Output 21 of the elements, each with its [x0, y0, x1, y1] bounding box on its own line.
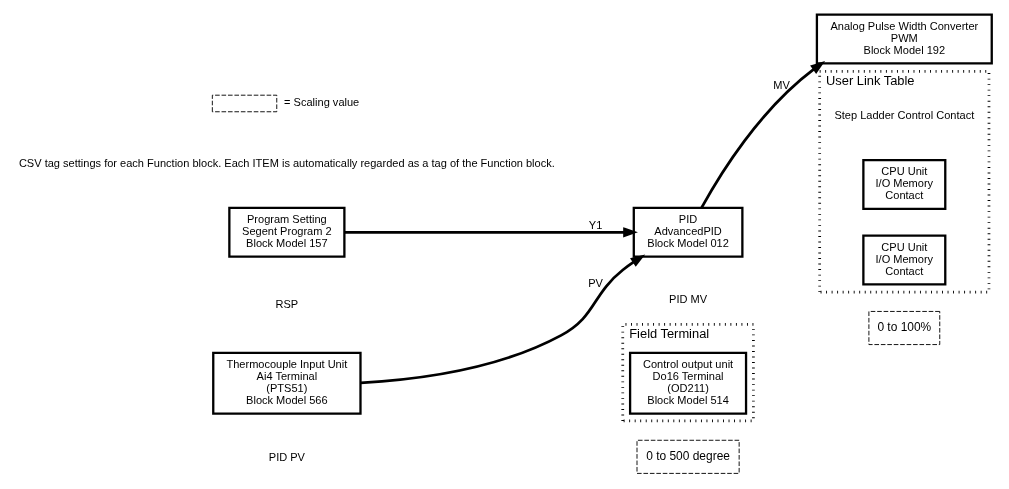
label: PID PV: [268, 450, 305, 463]
arrow: [344, 227, 638, 238]
node-box: Analog Pulse Width Converter PWM Block Model 192: [815, 13, 993, 65]
edge-label: Y1: [588, 219, 603, 232]
arrow: [360, 254, 646, 385]
label: PID MV: [669, 293, 708, 306]
node-box: 0 to 100%: [868, 311, 941, 346]
arrow: [700, 61, 826, 209]
edge-label: MV: [773, 79, 790, 92]
label: Step Ladder Control Contact: [834, 109, 975, 122]
node-box: CPU Unit I/O Memory Contact: [862, 158, 947, 210]
node-box: CPU Unit I/O Memory Contact: [862, 234, 947, 286]
node-box: 0 to 500 degree: [636, 439, 740, 474]
node-box: Control output unit Do16 Terminal (OD211) Block Model 514: [628, 351, 748, 415]
edge-label: PV: [588, 277, 603, 290]
label: RSP: [275, 297, 299, 310]
legend-label: = Scaling value: [284, 96, 360, 109]
node-box: Thermocouple Input Unit Ai4 Terminal (PTS51) Block Model 566: [212, 351, 362, 415]
node-box: Program Setting Segent Program 2 Block Model 157: [228, 206, 346, 258]
node-box: PID AdvancedPID Block Model 012: [632, 206, 744, 258]
label: CSV tag settings for each Function block. Each ITEM is automatically regarded as a tag of the Function block.: [18, 157, 555, 170]
